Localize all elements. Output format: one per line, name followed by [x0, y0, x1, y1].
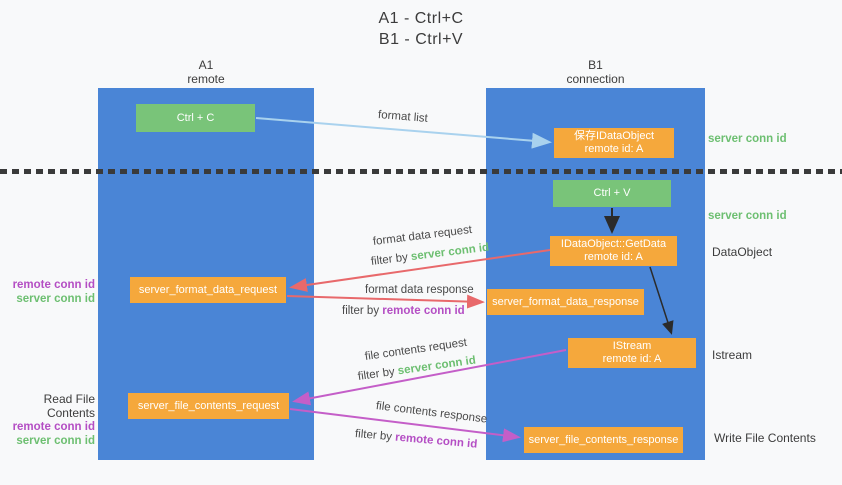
label-write-file-contents: Write File Contents: [714, 431, 816, 445]
node-save-idataobject-line2: remote id: A: [584, 143, 644, 155]
diagram-title: A1 - Ctrl+C B1 - Ctrl+V: [378, 8, 463, 50]
node-server-format-data-response[interactable]: server_format_data_response: [487, 289, 644, 315]
node-save-idataobject-line1: 保存IDataObject: [573, 130, 655, 142]
label-format-data-response: format data response: [365, 284, 474, 296]
node-save-idataobject[interactable]: 保存IDataObject remote id: A: [554, 128, 674, 158]
node-server-file-contents-response[interactable]: server_file_contents_response: [524, 427, 683, 453]
label-dataobject: DataObject: [712, 245, 773, 259]
label-remote-conn-id-left-2: remote conn id: [12, 421, 95, 433]
arrow-getdata-to-istream: [649, 266, 674, 335]
node-ctrl-c-label: Ctrl + C: [176, 111, 215, 124]
label-server-conn-id-mid: server conn id: [708, 210, 787, 222]
node-server-file-contents-response-label: server_file_contents_response: [528, 433, 679, 446]
node-ctrl-v-label: Ctrl + V: [593, 187, 631, 199]
arrow-file-contents-response: [289, 408, 521, 443]
node-server-format-data-request-label: server_format_data_request: [138, 283, 278, 296]
label-server-conn-id-left-1: server conn id: [16, 293, 95, 305]
node-idataobject-getdata-line1: IDataObject::GetData: [560, 238, 667, 250]
phase-separator-dotted-line: [0, 169, 842, 174]
node-idataobject-getdata[interactable]: IDataObject::GetData remote id: A: [550, 236, 677, 266]
node-istream-line1: IStream: [612, 340, 652, 352]
lifeline-b1-header: B1 connection: [486, 58, 705, 86]
lifeline-b1-name: B1: [588, 58, 603, 72]
node-istream[interactable]: IStream remote id: A: [568, 338, 696, 368]
node-server-format-data-request[interactable]: server_format_data_request: [130, 277, 286, 303]
filter-by-text: filter by: [342, 305, 380, 317]
label-istream: Istream: [712, 348, 753, 362]
arrow-format-data-response: [286, 294, 485, 309]
left-conn-id-pair: remote conn id server conn id: [0, 278, 95, 306]
node-server-file-contents-request[interactable]: server_file_contents_request: [128, 393, 289, 419]
arrow-format-data-request: [289, 249, 551, 292]
node-idataobject-getdata-line2: remote id: A: [584, 251, 643, 263]
node-istream-line2: remote id: A: [602, 353, 662, 365]
node-ctrl-v[interactable]: Ctrl + V: [553, 180, 671, 207]
node-server-format-data-response-label: server_format_data_response: [492, 295, 639, 308]
label-server-conn-id-top: server conn id: [708, 133, 787, 145]
title-line-b1: B1 - Ctrl+V: [378, 31, 464, 48]
lifeline-a1-header: A1 remote: [98, 58, 314, 86]
left-read-file-block: Read File Contents remote conn id server…: [0, 392, 95, 448]
lifeline-a1-name: A1: [198, 58, 214, 72]
label-filter-by-remote-conn-id-1: filter by remote conn id: [342, 305, 465, 317]
remote-conn-id-text: remote conn id: [382, 305, 465, 317]
lifeline-b1-subtitle: connection: [566, 72, 625, 86]
label-remote-conn-id-left-1: remote conn id: [12, 279, 95, 291]
arrow-file-contents-request: [292, 349, 567, 406]
label-server-conn-id-left-2: server conn id: [16, 435, 95, 447]
title-line-a1: A1 - Ctrl+C: [378, 10, 464, 27]
node-ctrl-c[interactable]: Ctrl + C: [136, 104, 255, 132]
lifeline-a1-subtitle: remote: [187, 72, 225, 86]
node-server-file-contents-request-label: server_file_contents_request: [137, 399, 280, 412]
arrow-format-list: [255, 117, 552, 149]
label-read-file-contents: Read File Contents: [43, 392, 95, 420]
